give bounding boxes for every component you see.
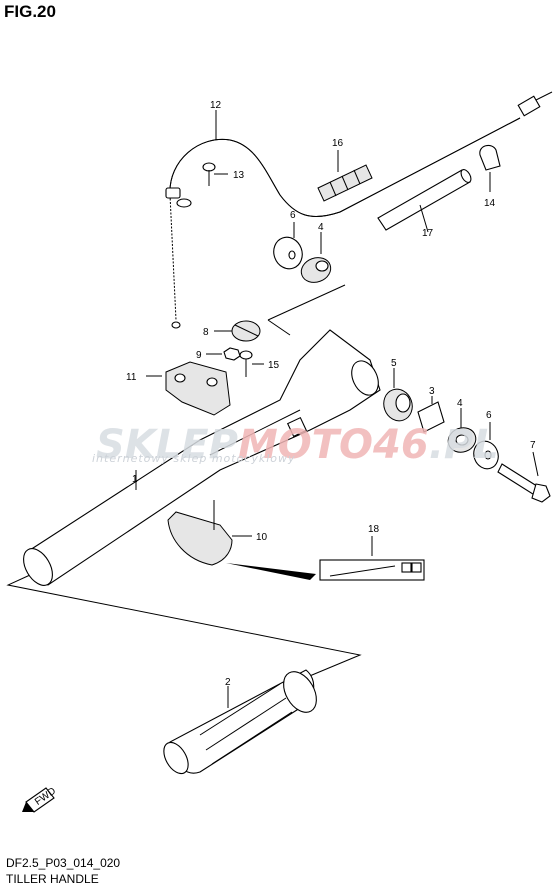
figure-title: FIG.20 (4, 2, 56, 21)
bracket-10 (167, 500, 252, 566)
bracket-11 (146, 361, 231, 416)
callout-12: 12 (210, 100, 222, 111)
collar-3 (417, 396, 445, 433)
throttle-cable (165, 91, 553, 329)
callout-10: 10 (256, 532, 268, 543)
bushing-5 (383, 368, 413, 422)
friction-knob-8 (214, 320, 261, 342)
callout-18: 18 (368, 524, 380, 535)
screw-15 (239, 350, 264, 377)
callout-8: 8 (203, 327, 209, 338)
callout-6-lower: 6 (486, 410, 492, 421)
washer-6-lower (473, 422, 499, 470)
callout-7: 7 (530, 440, 536, 451)
tiller-arm-1 (23, 329, 381, 586)
callout-14: 14 (484, 198, 496, 209)
callout-17: 17 (422, 228, 434, 239)
bushing-4-upper (300, 232, 332, 283)
fwd-arrow-icon: FWD (22, 786, 58, 813)
label-18 (226, 536, 425, 581)
bushing-4-lower (447, 408, 477, 453)
callout-5: 5 (391, 358, 397, 369)
callout-1: 1 (132, 474, 138, 485)
group-outline (267, 284, 346, 321)
group-outline-left (6, 574, 362, 681)
callout-16: 16 (332, 138, 344, 149)
screw-13 (202, 162, 228, 186)
figure-code: DF2.5_P03_014_020 (6, 856, 121, 870)
figure-name: TILLER HANDLE (6, 872, 99, 886)
callout-6-upper: 6 (290, 210, 296, 221)
callout-3: 3 (429, 386, 435, 397)
nut-9 (206, 347, 241, 361)
callout-9: 9 (196, 350, 202, 361)
callout-15: 15 (268, 360, 280, 371)
tube-17 (377, 169, 472, 233)
callout-11: 11 (126, 372, 137, 383)
callout-4-lower: 4 (457, 398, 463, 409)
washer-6-upper (273, 222, 303, 270)
callout-4-upper: 4 (318, 222, 324, 233)
outline-link (267, 319, 291, 336)
clip-14 (479, 144, 501, 192)
throttle-grip-2 (163, 669, 317, 775)
bolt-7 (497, 451, 551, 503)
callout-13: 13 (233, 170, 245, 181)
callout-2: 2 (225, 677, 231, 688)
cable-sleeve-16 (317, 150, 373, 202)
